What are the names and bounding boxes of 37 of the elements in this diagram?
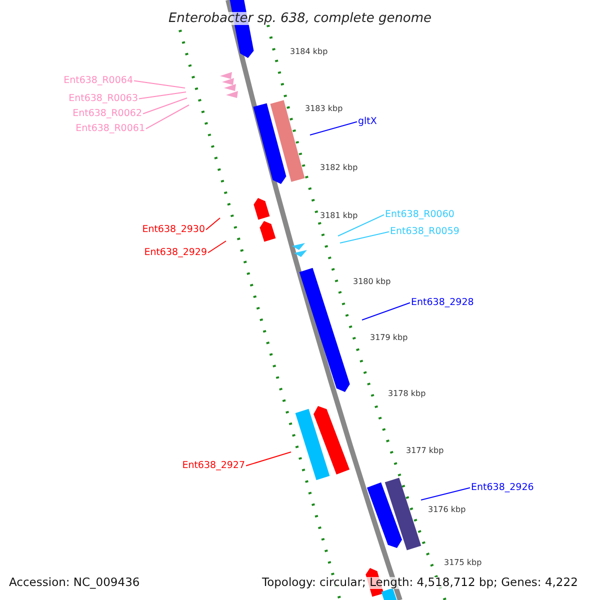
position-label: 3184 kbp [290, 48, 328, 56]
position-label: 3182 kbp [320, 164, 358, 172]
leader-line [142, 98, 188, 114]
gene-label: gltX [358, 117, 377, 126]
leader-line [420, 487, 470, 500]
leader-line [138, 92, 186, 100]
gene-label: Ent638_2927 [182, 461, 245, 470]
leader-line [340, 231, 390, 244]
leader-line [362, 302, 410, 320]
gene-label: Ent638_R0059 [390, 227, 460, 236]
gene-label: Ent638_R0062 [72, 109, 142, 118]
gene-label: Ent638_2930 [142, 225, 205, 234]
position-label: 3175 kbp [444, 559, 482, 567]
gene-label: Ent638_2929 [144, 248, 207, 258]
position-label: 3183 kbp [305, 105, 343, 113]
leader-line [206, 218, 220, 230]
position-label: 3181 kbp [320, 212, 358, 220]
leader-line [208, 240, 226, 254]
leader-line [246, 452, 292, 466]
genome-info: Accession: NC_009436 [9, 577, 140, 588]
leader-line [146, 104, 190, 130]
genome-info: Topology: circular; Length: 4,518,712 bp; Genes: 4,222 [262, 577, 578, 588]
leader-line [338, 214, 384, 236]
leader-line [134, 80, 186, 88]
position-label: 3179 kbp [370, 334, 408, 342]
position-label: 3176 kbp [428, 506, 466, 514]
gene-label: Ent638_R0060 [385, 210, 454, 220]
position-label: 3180 kbp [353, 278, 391, 286]
gene-label: Ent638_R0063 [68, 94, 138, 104]
map-title: Enterobacter sp. 638, complete genome [168, 12, 432, 25]
leader-line [310, 121, 358, 136]
position-label: 3177 kbp [406, 447, 444, 455]
gene-label: Ent638_R0061 [76, 124, 145, 134]
position-label: 3178 kbp [388, 390, 426, 398]
gene-label: Ent638_2926 [471, 483, 534, 492]
gene-label: Ent638_R0064 [64, 76, 133, 86]
gene-label: Ent638_2928 [411, 298, 474, 308]
